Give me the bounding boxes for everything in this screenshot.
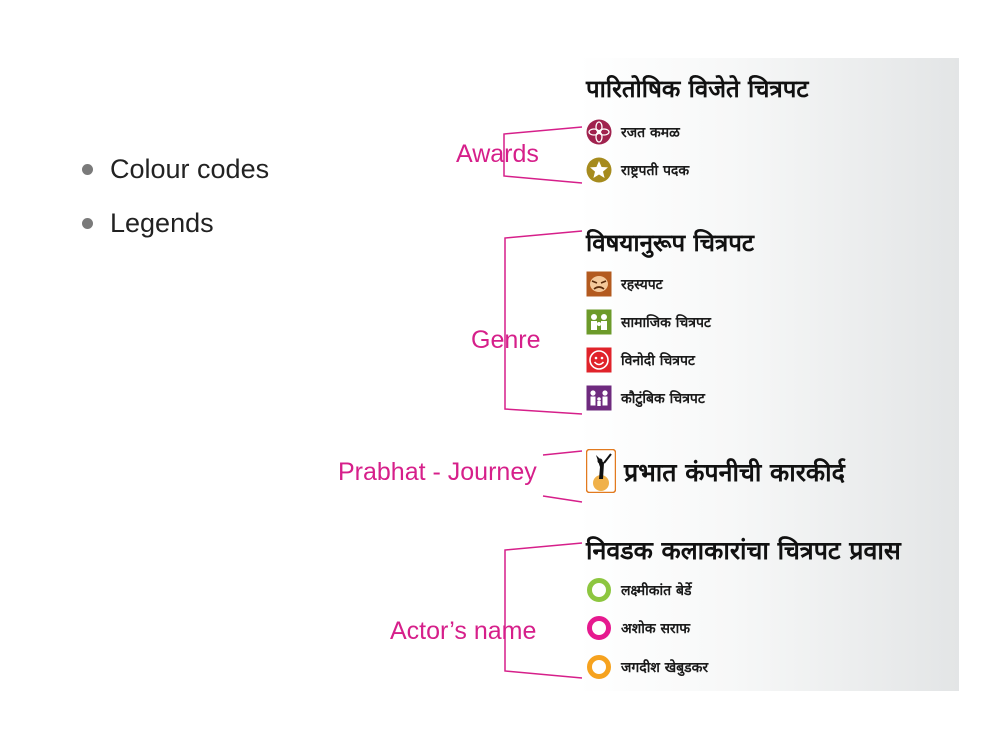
family-icon [586,385,612,411]
legend-item-rashtrapati-padak: राष्ट्रपती पदक [586,155,689,185]
prabhat-bracket [542,450,583,503]
legend-item-label: कौटुंबिक चित्रपट [621,390,705,407]
ring-icon [587,655,611,679]
legend-item-label: लक्ष्मीकांत बेर्डे [621,582,692,599]
bullet-text: Legends [110,207,214,238]
bullet-dot [82,163,93,175]
smiley-icon [586,347,612,373]
category-genre: Genre [471,326,541,354]
legend-item-mystery: रहस्यपट [586,269,663,299]
bullet-text: Colour codes [110,153,270,184]
legend-item-actor: लक्ष्मीकांत बेर्डे [586,575,691,605]
legend-panel [577,58,959,691]
legend-item-label: राष्ट्रपती पदक [621,162,690,179]
star-medal-icon [586,157,612,183]
mystery-mask-icon [586,271,612,297]
actors-heading: निवडक कलाकारांचा चित्रपट प्रवास [586,536,901,565]
actor-bracket [504,542,583,679]
legend-item-social: सामाजिक चित्रपट [586,307,711,337]
legend-item-label: रजत कमळ [621,124,680,141]
genre-bracket [504,230,583,415]
bullet-list: Colour codes Legends [82,142,269,250]
prabhat-heading: प्रभात कंपनीची कारकीर्द [624,458,845,487]
legend-item-actor: जगदीश खेबुडकर [586,652,708,682]
bullet-dot [82,217,93,229]
category-prabhat-journey: Prabhat - Journey [338,458,537,486]
legend-item-label: अशोक सराफ [621,620,691,637]
bullet-item: Colour codes [82,142,269,196]
legend-item-label: विनोदी चित्रपट [621,352,695,369]
prabhat-tutari-logo-icon [586,449,616,493]
legend-item-family: कौटुंबिक चित्रपट [586,383,705,413]
awards-heading: पारितोषिक विजेते चित्रपट [586,75,809,103]
social-people-icon [586,309,612,335]
lotus-icon [586,119,612,145]
bullet-item: Legends [82,196,269,250]
ring-icon [587,578,611,602]
ring-icon [587,616,611,640]
legend-item-actor: अशोक सराफ [586,613,690,643]
category-awards: Awards [456,140,539,168]
legend-item-label: सामाजिक चित्रपट [621,314,711,331]
genre-heading: विषयानुरूप चित्रपट [586,229,754,257]
awards-bracket [503,126,583,184]
legend-item-rajat-kamal: रजत कमळ [586,117,680,147]
category-actors-name: Actor’s name [390,617,537,645]
legend-item-label: रहस्यपट [621,276,663,293]
legend-item-label: जगदीश खेबुडकर [621,659,709,676]
legend-item-comedy: विनोदी चित्रपट [586,345,695,375]
